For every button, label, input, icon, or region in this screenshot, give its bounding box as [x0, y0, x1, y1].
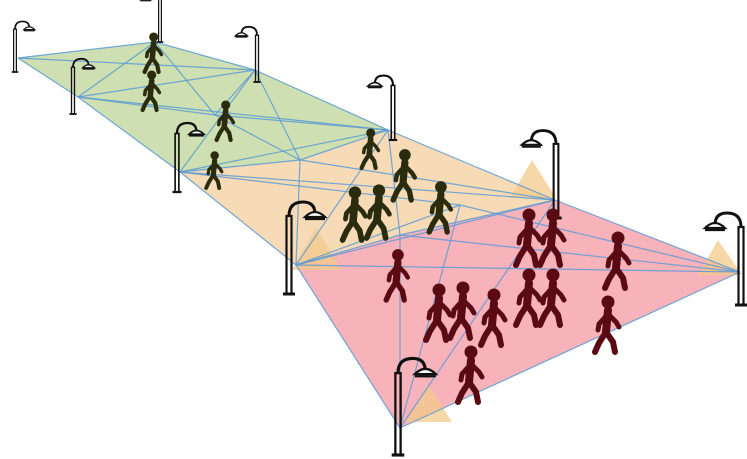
mesh-link-line: [459, 204, 741, 273]
mesh-link-line: [154, 41, 216, 116]
walking-person-icon: [363, 184, 392, 241]
walking-person-icon: [602, 231, 632, 291]
mesh-link-line: [254, 69, 389, 131]
mesh-link-line: [214, 114, 301, 161]
mesh-link-line: [554, 199, 741, 273]
street-lamp-icon: [11, 20, 37, 73]
walking-person-icon: [426, 181, 454, 235]
mesh-link-line: [295, 199, 556, 266]
walking-person-icon: [339, 186, 368, 243]
street-lamp-icon: [172, 121, 206, 194]
walking-person-icon: [204, 151, 224, 190]
mesh-link-line: [77, 96, 389, 131]
mesh-link-line: [17, 57, 79, 98]
light-cone: [406, 384, 452, 422]
mesh-link-line: [295, 264, 741, 273]
walking-person-icon: [214, 100, 236, 143]
walking-person-icon: [423, 283, 453, 343]
mesh-link-line: [399, 199, 556, 236]
mesh-link-line: [299, 159, 556, 201]
walking-person-icon: [592, 295, 622, 355]
walking-person-icon: [140, 70, 162, 113]
mesh-link-line: [214, 69, 256, 116]
light-cone: [698, 240, 742, 275]
walking-person-icon: [478, 288, 508, 348]
walking-person-icon: [455, 345, 485, 405]
walking-person-icon: [537, 268, 567, 328]
walking-person-icon: [447, 281, 477, 341]
mesh-link-line: [77, 96, 181, 173]
mesh-link-line: [295, 234, 401, 266]
street-lamp-icon: [233, 25, 261, 83]
mesh-link-line: [295, 129, 389, 266]
light-cone-layer: [292, 160, 742, 422]
street-lamp-icon: [138, 0, 164, 43]
walking-person-icon: [390, 149, 418, 203]
mesh-link-line: [387, 129, 556, 201]
mesh-link-line: [179, 171, 556, 201]
mesh-link-line: [179, 159, 301, 173]
mesh-link-line: [154, 41, 256, 71]
street-lamp-icon: [69, 57, 97, 115]
mesh-link-line: [295, 204, 461, 266]
street-lamp-icon: [391, 356, 439, 457]
mesh-link-line: [77, 69, 256, 98]
mesh-link-line: [179, 171, 297, 266]
walking-person-icon: [383, 249, 411, 303]
lamp-connection-mesh: [17, 41, 741, 429]
pedestrian-layer: [140, 32, 632, 405]
mesh-link-line: [77, 41, 156, 98]
street-lamp-icon: [365, 74, 398, 142]
light-cone: [292, 228, 342, 270]
street-lamp-icon: [283, 200, 328, 296]
walking-person-icon: [359, 128, 381, 171]
mesh-link-line: [17, 41, 156, 59]
mesh-link-line: [295, 264, 401, 429]
light-cone: [510, 160, 556, 198]
mesh-link-line: [254, 69, 301, 161]
mesh-link-line: [295, 159, 301, 266]
zone-middle-orange: [180, 130, 555, 265]
mesh-link-line: [17, 57, 256, 71]
walking-person-icon: [142, 32, 164, 75]
walking-person-icon: [513, 208, 543, 268]
mesh-link-line: [399, 234, 741, 273]
walking-person-icon: [537, 208, 567, 268]
walking-person-icon: [513, 268, 543, 328]
mesh-link-line: [387, 129, 401, 236]
mesh-link-line: [179, 69, 256, 173]
street-lamp-icon: [702, 211, 747, 307]
